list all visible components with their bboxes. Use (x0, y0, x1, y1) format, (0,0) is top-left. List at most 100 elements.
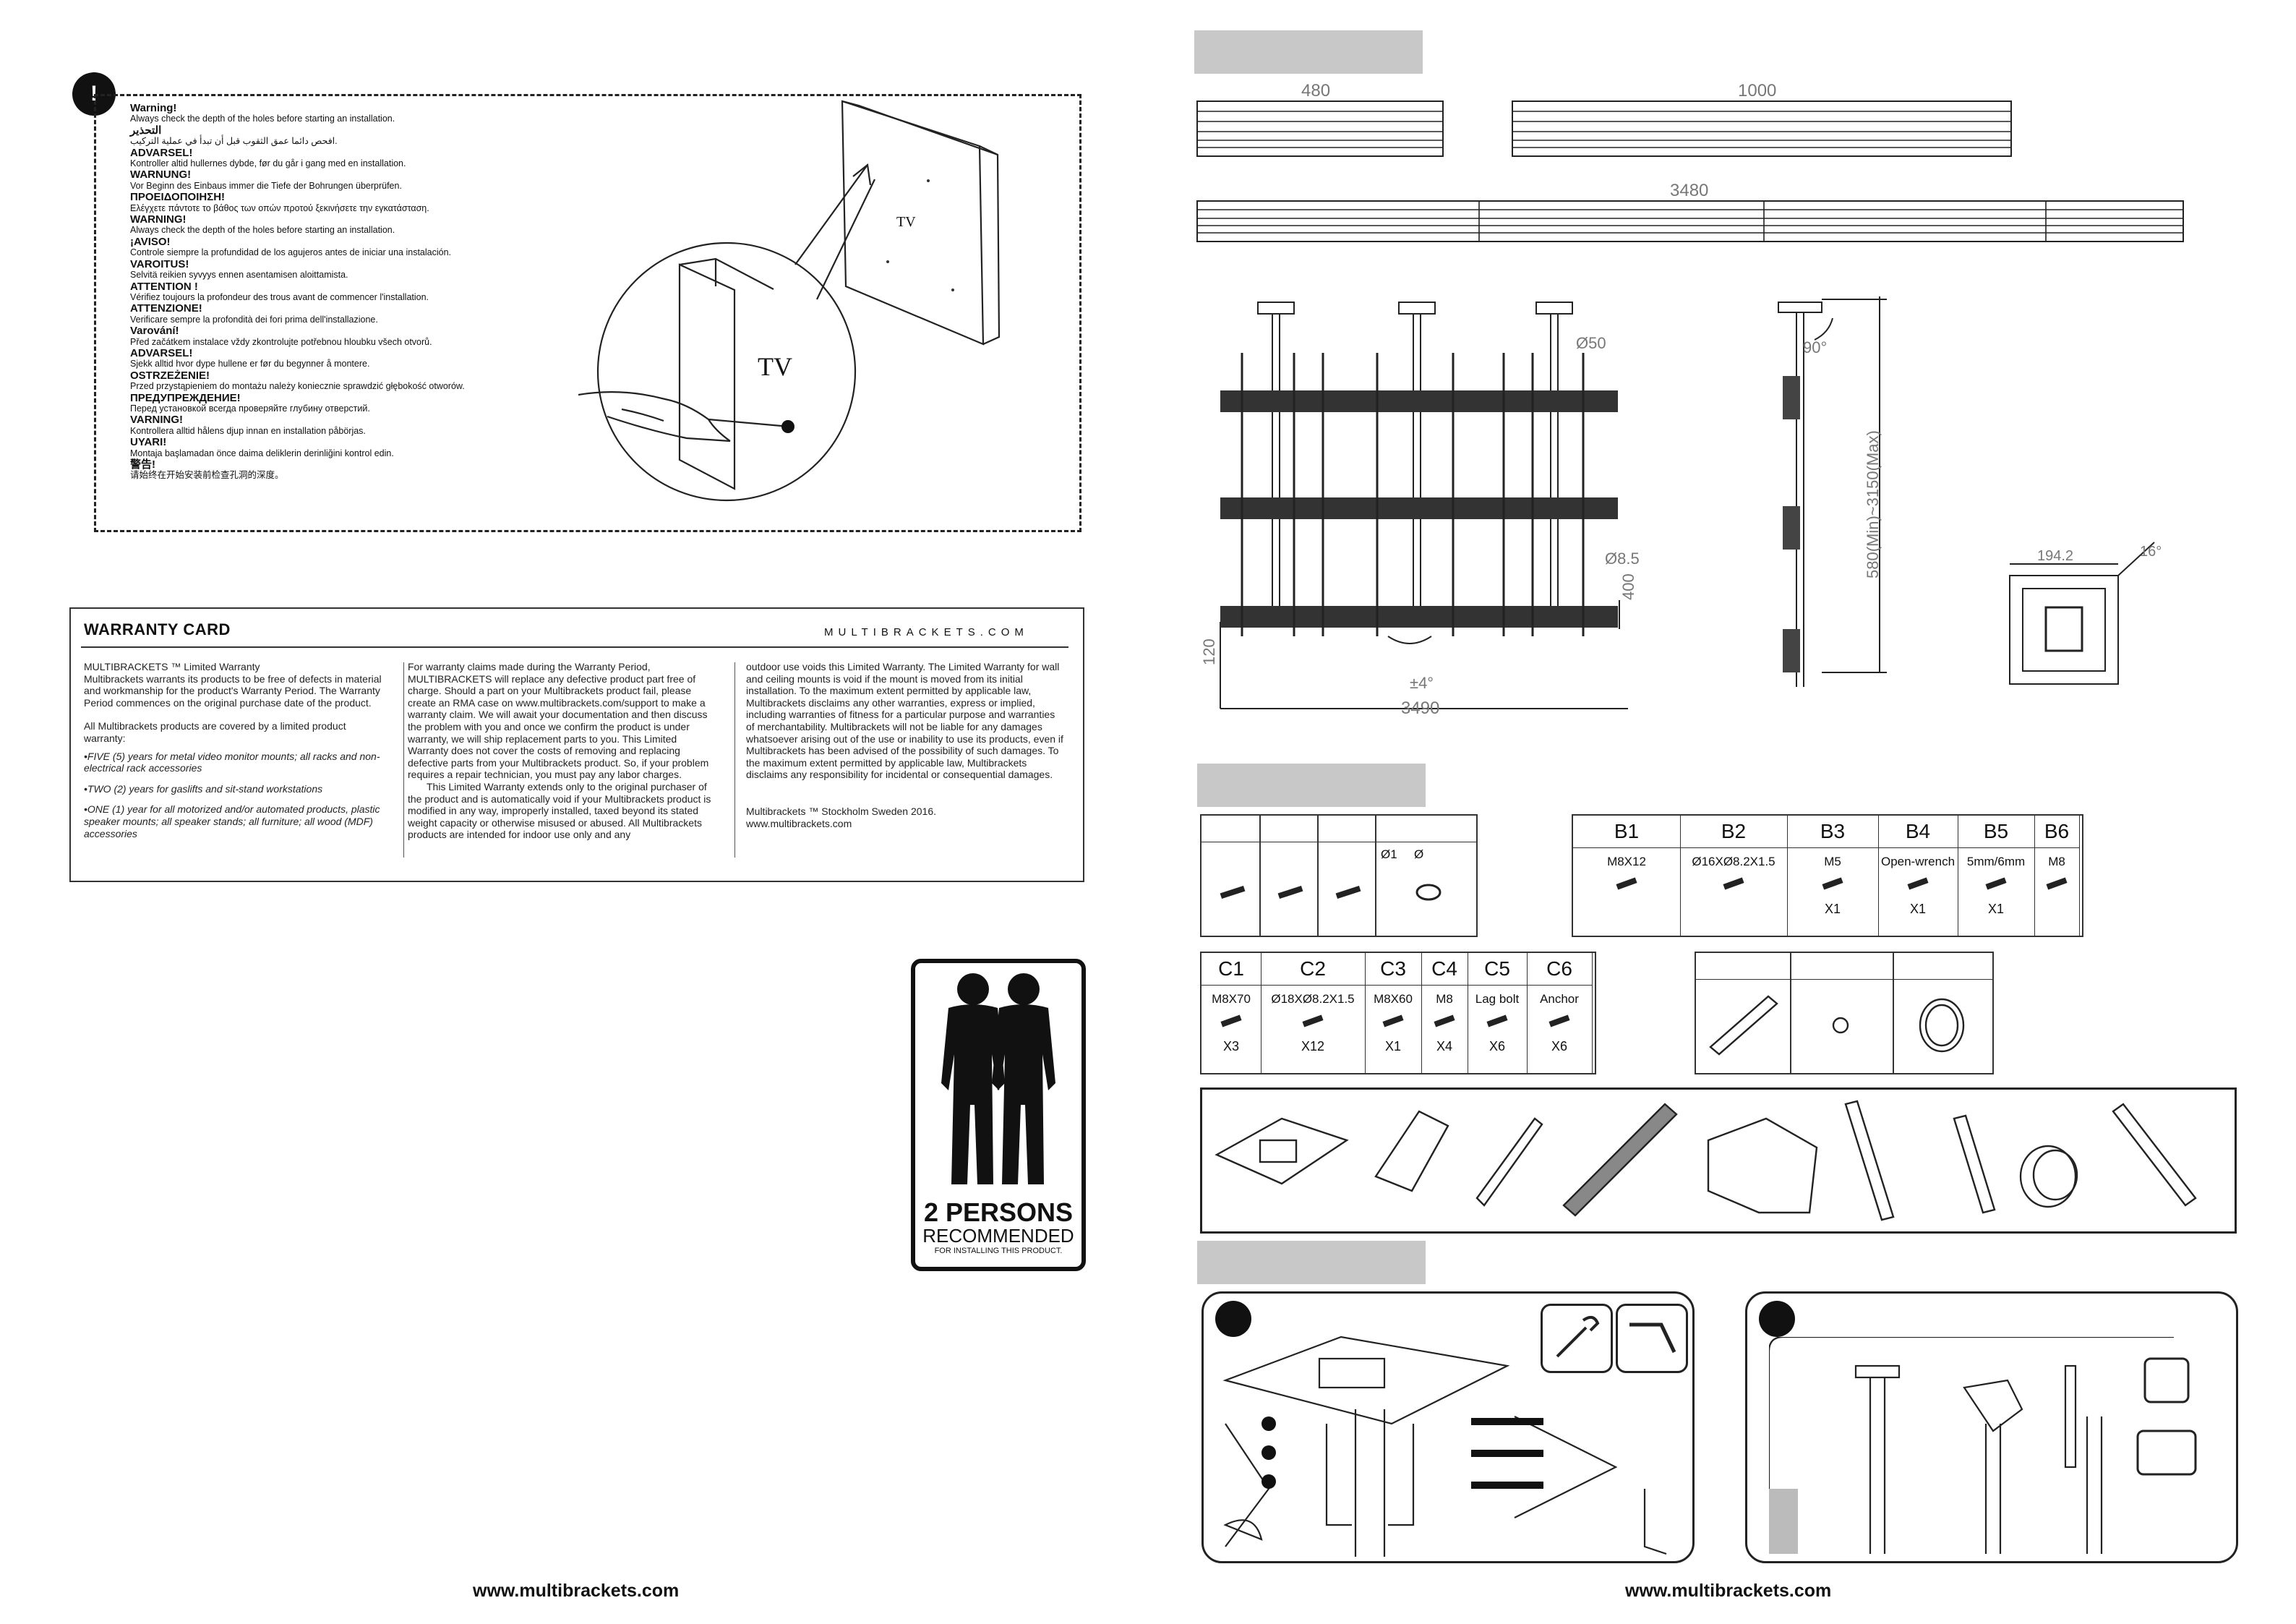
step-2-panel (1745, 1291, 2238, 1563)
warning-title: WARNUNG! (130, 168, 192, 181)
parts-table-d (1695, 952, 1994, 1074)
tv-label-large: TV (758, 352, 792, 381)
part-header: C5 (1468, 953, 1528, 986)
step-1-marker (1215, 1301, 1251, 1337)
part-icon (1548, 1014, 1570, 1027)
footer-website-left: www.multibrackets.com (473, 1581, 680, 1601)
warranty-bullet-one: •ONE (1) year for all motorized and/or a… (84, 803, 380, 839)
wrench-tool-box (1541, 1304, 1613, 1373)
part-quantity: X1 (1384, 1039, 1402, 1054)
part-header: C2 (1261, 953, 1366, 986)
part-spec: M8X60 (1374, 992, 1413, 1006)
part-a4-spec-1: Ø1 (1381, 847, 1397, 861)
warning-title: ATTENZIONE! (130, 302, 202, 315)
part-quantity: X1 (1909, 902, 1927, 916)
warning-text: Před začátkem instalace vždy zkontrolujt… (130, 336, 432, 347)
step-1-panel (1201, 1291, 1695, 1563)
warning-title: Warning! (130, 102, 177, 114)
warranty-bullet-two: •TWO (2) years for gaslifts and sit-stan… (84, 782, 323, 795)
part-icon (2046, 877, 2068, 890)
tv-label-small: TV (896, 214, 916, 230)
part-spec: Anchor (1540, 992, 1579, 1006)
part-spec: M8 (1436, 992, 1453, 1006)
step-1-drawing (1222, 1335, 1667, 1557)
part-quantity: X6 (1488, 1039, 1506, 1054)
wrench-icon (1556, 1315, 1600, 1358)
dim-box-width: 194.2 (2037, 548, 2074, 564)
warning-text: Kontroller altid hullernes dybde, før du… (130, 158, 406, 169)
part-quantity: X6 (1551, 1039, 1568, 1054)
part-header: B1 (1573, 816, 1681, 848)
warning-text: Controle siempre la profundidad de los a… (130, 247, 452, 258)
part-quantity: X12 (1301, 1039, 1325, 1054)
warning-text: Always check the depth of the holes befo… (130, 225, 395, 236)
part-header: C4 (1421, 953, 1468, 986)
components-panel (1200, 1087, 2237, 1234)
part-header: B3 (1787, 816, 1879, 848)
warning-title: 警告! (130, 458, 155, 471)
part-cell: M8 (2034, 847, 2080, 936)
warning-text: Selvitä reikien syvyys ennen asentamisen… (130, 270, 348, 281)
warranty-col3-p1: outdoor use voids this Limited Warranty.… (746, 661, 1063, 781)
part-icon (1486, 1014, 1508, 1027)
warning-text: 请始终在开始安装前检查孔洞的深度。 (130, 470, 284, 481)
tv-drill-illustration (578, 100, 1001, 502)
warranty-col-3: outdoor use voids this Limited Warranty.… (746, 661, 1064, 829)
warning-text: Vor Beginn des Einbaus immer die Tiefe d… (130, 180, 402, 191)
warning-title: ADVARSEL! (130, 346, 193, 359)
dim-height-range: 580(Min)~3150(Max) (1864, 430, 1882, 578)
part-spec: Lag bolt (1475, 992, 1520, 1006)
warning-text: Verificare sempre la profondità dei fori… (130, 314, 378, 325)
part-icon (1382, 1014, 1404, 1027)
warning-text: Перед установкой всегда проверяйте глуби… (130, 403, 370, 414)
warranty-title: WARRANTY CARD (84, 620, 231, 638)
part-icon (1985, 877, 2007, 890)
drill-point-icon (781, 420, 794, 433)
warning-text: Przed przystąpieniem do montażu należy k… (130, 381, 465, 392)
warning-list: Warning!Always check the depth of the ho… (130, 103, 506, 482)
part-header: B6 (2034, 816, 2080, 848)
dim-rail-long: 1000 (1738, 81, 1777, 101)
warning-text: Montaja başlamadan önce daima deliklerin… (130, 448, 394, 458)
dim-box-angle: 16° (2140, 544, 2162, 560)
components-drawing (1215, 1100, 2197, 1221)
section-bar-dimensions (1194, 30, 1423, 74)
box-view-drawing (2009, 542, 2155, 685)
persons-line-1: 2 PERSONS (923, 1197, 1074, 1227)
warning-title: VARNING! (130, 414, 184, 427)
part-spec: M8 (2048, 855, 2065, 868)
part-header: C6 (1527, 953, 1593, 986)
warning-title: WARNING! (130, 213, 187, 226)
part-quantity: X3 (1222, 1039, 1240, 1054)
hex-key-tool-box (1616, 1304, 1688, 1373)
part-quantity: X1 (1987, 902, 2005, 916)
part-icon (1616, 877, 1637, 890)
front-view-drawing (1220, 302, 1628, 709)
warning-text: Always check the depth of the holes befo… (130, 114, 395, 124)
part-header: C3 (1365, 953, 1422, 986)
part-header: B4 (1878, 816, 1958, 848)
hex-key-icon (1629, 1322, 1676, 1354)
warranty-col1-p2: All Multibrackets products are covered b… (84, 720, 346, 744)
part-spec: M5 (1824, 855, 1841, 868)
warranty-col2-p2: This Limited Warranty extends only to th… (408, 780, 711, 841)
part-spec: M8X70 (1212, 992, 1251, 1006)
dim-rail-height: 400 (1619, 573, 1637, 600)
dim-tilt: ±4° (1410, 674, 1434, 692)
part-spec: Open-wrench (1880, 855, 1956, 868)
dim-hole-diameter: Ø8.5 (1605, 550, 1640, 568)
part-quantity: X1 (1824, 902, 1841, 916)
part-header: B2 (1680, 816, 1788, 848)
warning-title: OSTRZEŻENIE! (130, 369, 210, 382)
warranty-col-2: For warranty claims made during the Warr… (408, 661, 717, 841)
parts-table-a: Ø1 Ø (1200, 814, 1478, 937)
warning-section (94, 94, 1081, 532)
